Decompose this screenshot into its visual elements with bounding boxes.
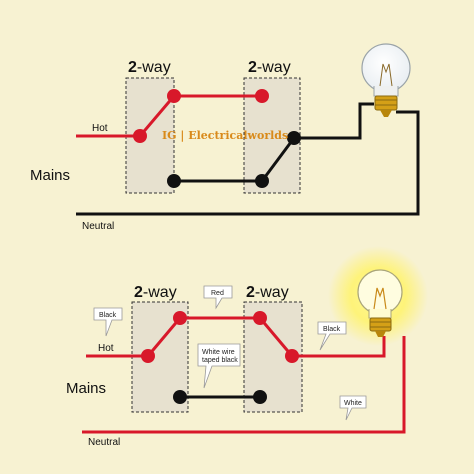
right-switch-label: 2-way: [248, 59, 291, 76]
right-switch-label: 2-way: [246, 284, 289, 301]
terminal: [255, 89, 269, 103]
left-switch-label: 2-way: [134, 284, 177, 301]
terminal: [167, 89, 181, 103]
switched-wire: [292, 336, 386, 358]
terminal: [133, 129, 147, 143]
switched-wire: [294, 102, 374, 140]
neutral-wire: [82, 336, 406, 434]
terminal: [173, 390, 187, 404]
terminal: [173, 311, 187, 325]
top-circuit: 2-way 2-way Hot Mains Neutral: [30, 43, 420, 232]
callout-black-left: Black: [93, 307, 123, 337]
terminal: [285, 349, 299, 363]
callout-white-taped: White wire taped black: [197, 343, 241, 389]
terminal: [255, 174, 269, 188]
mains-label: Mains: [30, 167, 70, 184]
neutral-label: Neutral: [82, 221, 114, 232]
svg-text:Black: Black: [99, 312, 117, 319]
lightbulb-on-icon: [357, 269, 403, 337]
hot-label: Hot: [98, 343, 114, 354]
svg-text:Red: Red: [211, 290, 224, 297]
neutral-wire: [76, 110, 420, 216]
svg-text:White wire: White wire: [202, 349, 235, 356]
right-switch-lever: [258, 317, 294, 357]
lightbulb-off-icon: [361, 43, 411, 117]
terminal: [253, 311, 267, 325]
hot-label: Hot: [92, 123, 108, 134]
bottom-circuit: 2-way 2-way Hot Mains Neutral Black Red …: [66, 246, 428, 448]
right-switch-lever: [260, 137, 296, 182]
svg-text:taped black: taped black: [202, 357, 238, 364]
left-switch-lever: [146, 317, 182, 357]
svg-text:White: White: [344, 400, 362, 407]
mains-label: Mains: [66, 380, 106, 397]
callout-white: White: [339, 395, 367, 421]
svg-text:Black: Black: [323, 326, 341, 333]
neutral-label: Neutral: [88, 437, 120, 448]
terminal: [141, 349, 155, 363]
callout-red: Red: [203, 285, 233, 310]
terminal: [253, 390, 267, 404]
terminal: [167, 174, 181, 188]
left-switch-lever: [138, 95, 176, 137]
watermark: IG | Electricalworlds: [162, 129, 288, 142]
terminal: [287, 131, 301, 145]
callout-black-right: Black: [317, 321, 347, 351]
left-switch-label: 2-way: [128, 59, 171, 76]
